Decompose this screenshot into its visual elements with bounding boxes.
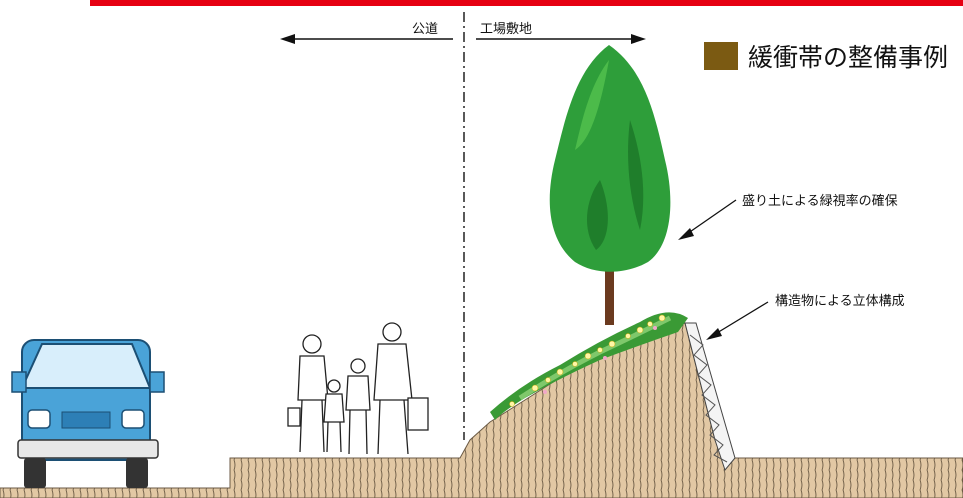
pedestrian-family-illustration xyxy=(287,322,429,455)
public-road-label: 公道 xyxy=(412,22,439,37)
title-block: 緩衝帯の整備事例 xyxy=(704,38,948,74)
factory-site-arrow xyxy=(476,34,646,44)
flower-planting xyxy=(490,312,688,420)
title-color-swatch xyxy=(704,42,738,70)
structure-annotation-arrow xyxy=(706,301,769,340)
factory-site-label: 工場敷地 xyxy=(480,22,533,37)
retaining-structure xyxy=(684,322,736,472)
diagram-title: 緩衝帯の整備事例 xyxy=(748,43,949,72)
car-illustration xyxy=(11,339,165,488)
annotation-structure-label: 構造物による立体構成 xyxy=(775,294,905,309)
annotation-mound-label: 盛り土による緑視率の確保 xyxy=(742,194,898,209)
public-road-arrow xyxy=(280,34,453,44)
top-accent-bar xyxy=(90,0,963,6)
tree-illustration xyxy=(549,45,671,325)
mound-annotation-arrow xyxy=(678,199,737,240)
